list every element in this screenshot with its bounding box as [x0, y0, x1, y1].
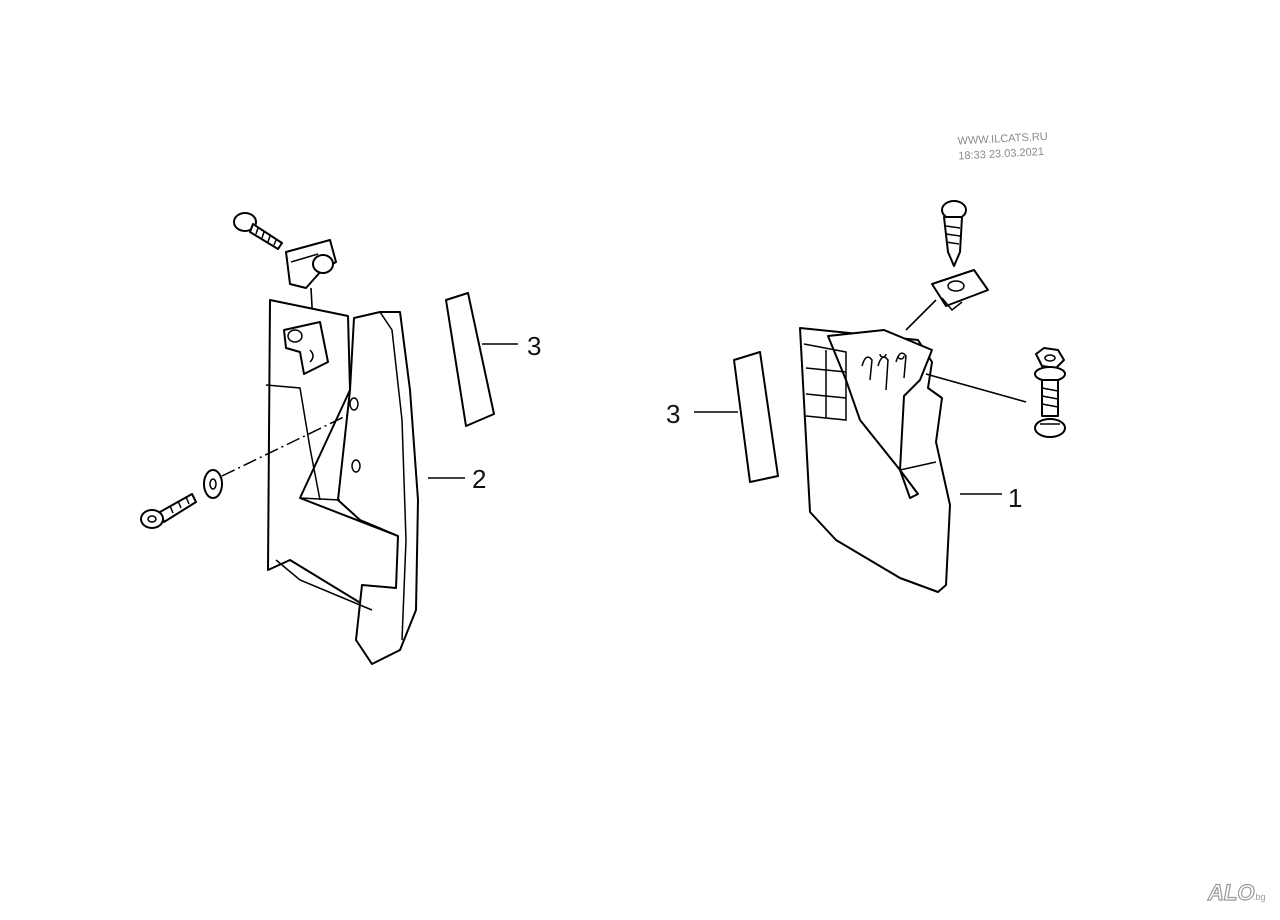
leader-nut-right: [905, 299, 937, 331]
callout-3-right: 3: [666, 399, 680, 429]
logo-text: ALO: [1207, 880, 1254, 905]
bolt-right: [1034, 379, 1066, 438]
rubber-strip-left: [445, 292, 495, 427]
leader-bolt-right: [925, 373, 1027, 403]
mud-flap-right: [799, 327, 951, 593]
callout-1: 1: [1008, 483, 1022, 513]
washer-left: [203, 469, 223, 499]
rubber-strip-right: [733, 351, 779, 483]
speed-nut-right: [931, 269, 989, 312]
callout-3-left: 3: [527, 331, 541, 361]
watermark-timestamp: 18:33 23.03.2021: [958, 146, 1044, 162]
screw-top-left: [233, 212, 283, 250]
callout-2: 2: [472, 464, 486, 494]
flange-nut-right: [1034, 347, 1066, 382]
screw-top-right: [941, 200, 967, 267]
left-assembly: 2 3: [140, 212, 541, 665]
mounting-bracket-left: [283, 321, 329, 375]
bolt-left: [140, 493, 197, 529]
watermark-site: WWW.ILCATS.RU: [957, 131, 1048, 148]
right-assembly: 3 1: [666, 200, 1066, 593]
watermark: WWW.ILCATS.RU 18:33 23.03.2021: [957, 131, 1048, 163]
clip-nut-left: [285, 239, 337, 289]
logo-suffix: .bg: [1253, 892, 1266, 902]
alo-logo: ALO .bg: [1206, 879, 1266, 905]
trim-panel-left: [265, 299, 419, 665]
